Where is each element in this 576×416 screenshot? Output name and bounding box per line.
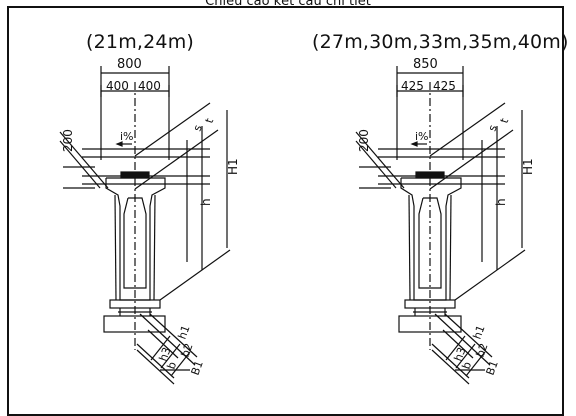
left-slope: i% xyxy=(120,130,134,143)
right-label-h: h xyxy=(494,198,508,206)
left-label-h: h xyxy=(199,198,213,206)
left-label-h3: h3 xyxy=(157,345,174,363)
left-label-s: s xyxy=(191,123,205,133)
right-girder-diagram xyxy=(355,66,526,385)
left-dim-200: 200 xyxy=(61,129,75,152)
right-label-b2: b2 xyxy=(474,341,491,359)
right-width-right: 425 xyxy=(433,79,456,93)
left-label-t: t xyxy=(203,116,217,125)
left-panel-span-label: (21m,24m) xyxy=(86,31,195,53)
left-width-left: 400 xyxy=(106,79,129,93)
right-slope: i% xyxy=(415,130,429,143)
left-label-B1: B1 xyxy=(189,359,206,377)
right-label-h1: h1 xyxy=(471,323,488,341)
right-label-H1: H1 xyxy=(521,158,535,175)
left-dimension-labels: 800 400 400 200 i% s t H1 h h1 h3 b b2 B… xyxy=(61,57,240,377)
left-width-total: 800 xyxy=(117,57,142,72)
right-label-b: b xyxy=(460,360,475,371)
right-label-s: s xyxy=(486,123,500,133)
left-label-b: b xyxy=(165,360,180,371)
left-label-b2: b2 xyxy=(179,341,196,359)
left-width-right: 400 xyxy=(138,79,161,93)
left-label-h1: h1 xyxy=(176,323,193,341)
left-label-H1: H1 xyxy=(226,158,240,175)
right-label-B1: B1 xyxy=(484,359,501,377)
right-panel-span-label: (27m,30m,33m,35m,40m) xyxy=(312,31,569,53)
right-label-h3: h3 xyxy=(452,345,469,363)
left-girder-diagram xyxy=(59,66,231,385)
right-width-total: 850 xyxy=(413,57,438,72)
right-width-left: 425 xyxy=(401,79,424,93)
figure-title: Chiều cao kết cấu chi tiết xyxy=(205,0,371,9)
right-dimension-labels: 850 425 425 200 i% s t H1 h h1 h3 b b2 B… xyxy=(357,57,535,377)
right-label-t: t xyxy=(498,116,512,125)
right-dim-200: 200 xyxy=(357,129,371,152)
